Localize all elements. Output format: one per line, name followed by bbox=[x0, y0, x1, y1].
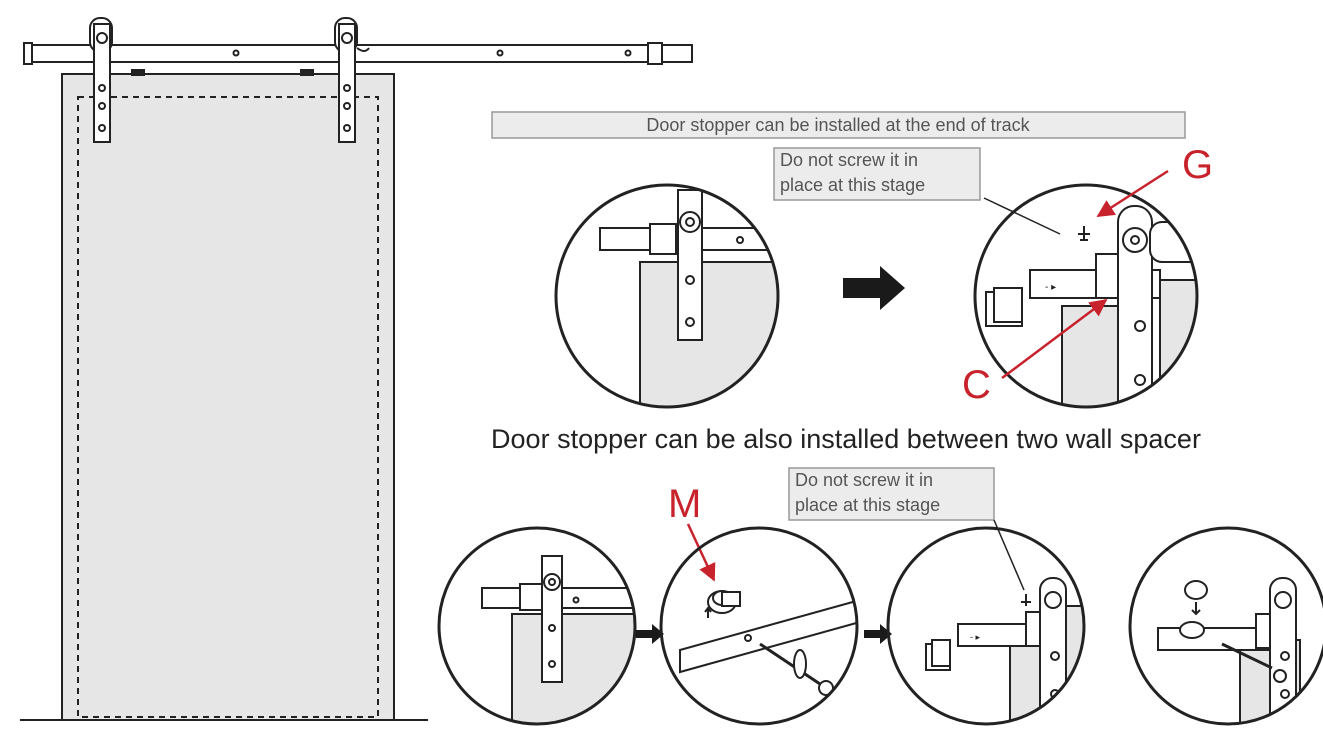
label-c-group: C bbox=[962, 298, 1108, 407]
detail-circle-step1 bbox=[437, 526, 637, 726]
door-outline-dashed bbox=[77, 96, 379, 718]
track-end-cap-right bbox=[647, 42, 663, 65]
hanger-strap-left bbox=[89, 17, 113, 143]
track-end-cap-left bbox=[23, 42, 33, 65]
label-g-group: G bbox=[1096, 143, 1213, 218]
svg-text:- ▸: - ▸ bbox=[970, 632, 980, 642]
note-top-line2: place at this stage bbox=[780, 175, 925, 195]
hanger-strap-right bbox=[334, 17, 370, 143]
note-bottom: Do not screw it in place at this stage bbox=[788, 467, 1025, 591]
top-banner: Door stopper can be installed at the end… bbox=[491, 111, 1186, 139]
detail-circle-step3: - ▸ bbox=[886, 526, 1086, 726]
note-top-line1: Do not screw it in bbox=[780, 150, 918, 170]
door-panel bbox=[61, 73, 395, 721]
note-bottom-line2: place at this stage bbox=[795, 495, 940, 515]
label-m-group: M bbox=[668, 482, 716, 582]
step-arrow-bottom-2 bbox=[864, 624, 892, 644]
label-m: M bbox=[668, 482, 701, 526]
step-arrow-top bbox=[843, 266, 905, 310]
note-top: Do not screw it in place at this stage bbox=[773, 147, 1061, 235]
svg-text:- ▸: - ▸ bbox=[1045, 282, 1056, 293]
detail-circle-step2 bbox=[659, 526, 859, 726]
detail-circle-step4 bbox=[1128, 526, 1323, 726]
detail-circle-track-end bbox=[554, 183, 780, 409]
note-bottom-line1: Do not screw it in bbox=[795, 470, 933, 490]
top-banner-text: Door stopper can be installed at the end… bbox=[646, 115, 1030, 135]
door-assembly bbox=[20, 17, 693, 721]
heading-middle: Door stopper can be also installed betwe… bbox=[491, 424, 1201, 454]
label-g: G bbox=[1182, 143, 1213, 187]
label-c: C bbox=[962, 363, 991, 407]
step-arrow-bottom-1 bbox=[636, 624, 664, 644]
